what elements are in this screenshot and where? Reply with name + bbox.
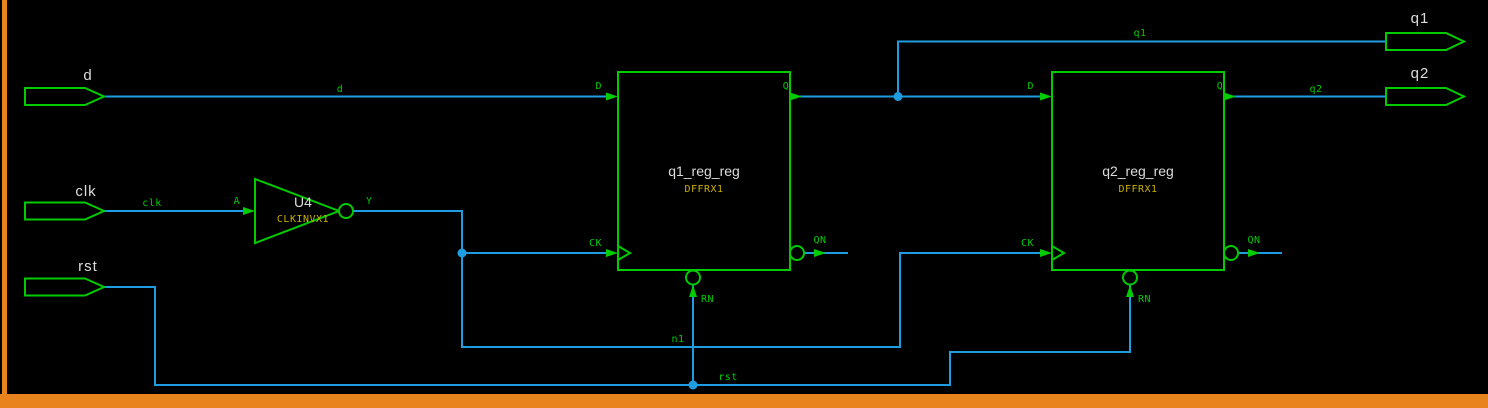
arrowhead-icon [1040,92,1052,101]
net-n1-wire[interactable] [353,210,1040,348]
dff-body [617,71,791,271]
net-label-clk: clk [142,198,162,209]
cell-name-clkinvx1: CLKINVX1 [277,214,329,225]
dff-q2-reg-symbol[interactable] [1051,71,1239,286]
output-port-q1[interactable] [1385,32,1467,51]
rn-bubble-icon [685,269,701,286]
pin-label-qn1: QN [813,235,826,246]
net-label-q2: q2 [1309,84,1322,95]
port-label-q2: q2 [1411,65,1430,82]
pin-label-q1pin: Q [783,81,790,92]
rn-bubble-icon [1122,269,1138,286]
pin-label-a: A [233,196,240,207]
arrowhead-icon [606,92,618,101]
port-label-d: d [83,67,92,84]
pin-label-rn2: RN [1138,294,1151,305]
cell-name-dffrx1: DFFRX1 [684,184,723,195]
pin-label-d2: D [1027,81,1034,92]
junction-dot [893,92,903,101]
net-q1-wire[interactable] [790,40,1386,98]
net-rst-wire[interactable] [104,285,1131,386]
instance-name-q1-reg: q1_reg_reg [668,163,740,179]
input-port-rst[interactable] [24,277,107,297]
pin-label-q2pin: Q [1217,81,1224,92]
net-label-rst: rst [718,372,738,383]
net-label-q1: q1 [1133,28,1146,39]
dff-q1-reg-symbol[interactable] [617,71,805,286]
arrowhead-icon [243,207,255,215]
instance-name-q2-reg: q2_reg_reg [1102,163,1174,179]
arrowhead-icon [689,285,697,297]
junction-dot [457,248,467,258]
arrowhead-icon [606,249,618,257]
junction-dot [688,380,698,390]
inverter-triangle-icon [254,177,342,245]
pin-label-y: Y [366,196,373,207]
output-port-q2[interactable] [1385,87,1467,106]
dff-body [1051,71,1225,271]
net-label-d: d [337,84,344,95]
arrowhead-icon [1040,249,1052,257]
pin-label-d1: D [595,81,602,92]
window-frame-bottom [0,394,1488,408]
clock-triangle-icon [1051,245,1066,261]
cell-name-dffrx1-2: DFFRX1 [1118,184,1157,195]
input-port-d[interactable] [24,87,107,106]
pin-label-qn2: QN [1247,235,1260,246]
qn-bubble-icon [1223,245,1239,261]
pin-label-rn1: RN [701,294,714,305]
port-label-rst: rst [78,258,98,275]
inverter-u4-symbol[interactable] [254,177,354,245]
clock-triangle-icon [617,245,632,261]
input-port-clk[interactable] [24,201,107,221]
pin-label-ck2: CK [1021,238,1034,249]
arrowhead-icon [1224,92,1236,101]
arrowhead-icon [790,92,802,101]
net-label-n1: n1 [671,334,684,345]
arrowhead-icon [1248,249,1260,257]
port-label-clk: clk [75,183,96,200]
inverter-bubble-icon [338,203,354,219]
window-frame-left [2,0,7,408]
arrowhead-icon [814,249,826,257]
instance-name-u4: U4 [294,194,312,210]
port-label-q1: q1 [1411,10,1430,27]
qn-bubble-icon [789,245,805,261]
arrowhead-icon [1126,285,1134,297]
pin-label-ck1: CK [589,238,602,249]
